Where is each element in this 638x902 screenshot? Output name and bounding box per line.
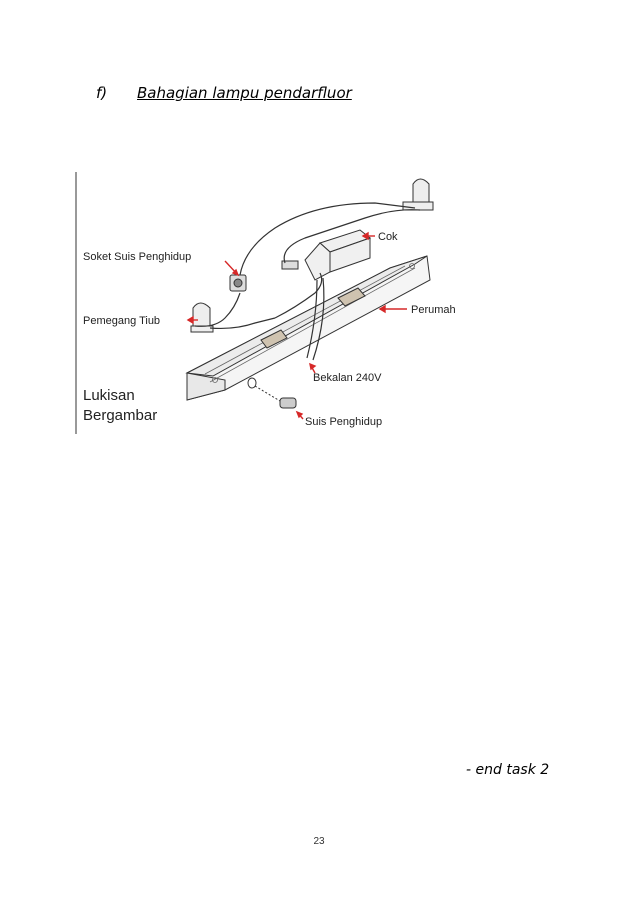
label-perumah: Perumah bbox=[411, 304, 456, 316]
label-suis: Suis Penghidup bbox=[305, 416, 382, 428]
tube-holder-right bbox=[402, 178, 434, 211]
fluorescent-lamp-diagram: Soket Suis Penghidup Pemegang Tiub Cok P… bbox=[75, 168, 483, 436]
label-bekalan: Bekalan 240V bbox=[313, 372, 382, 384]
label-lukisan-1: Lukisan bbox=[83, 387, 135, 404]
label-cok: Cok bbox=[378, 231, 398, 243]
tube-holder-left bbox=[190, 302, 214, 333]
label-pemegang: Pemegang Tiub bbox=[83, 315, 160, 327]
section-marker: f) bbox=[96, 84, 108, 102]
bracket-right bbox=[337, 287, 366, 307]
starter-switch bbox=[247, 377, 297, 409]
label-soket: Soket Suis Penghidup bbox=[83, 251, 191, 263]
housing-body bbox=[185, 255, 431, 401]
section-title: Bahagian lampu pendarfluor bbox=[137, 84, 352, 102]
page-number: 23 bbox=[313, 836, 325, 847]
starter-socket bbox=[229, 274, 247, 292]
wiring bbox=[194, 202, 421, 361]
ballast bbox=[281, 229, 372, 281]
end-note: - end task 2 bbox=[466, 762, 550, 778]
label-lukisan-2: Bergambar bbox=[83, 407, 157, 424]
bracket-left bbox=[260, 329, 288, 349]
